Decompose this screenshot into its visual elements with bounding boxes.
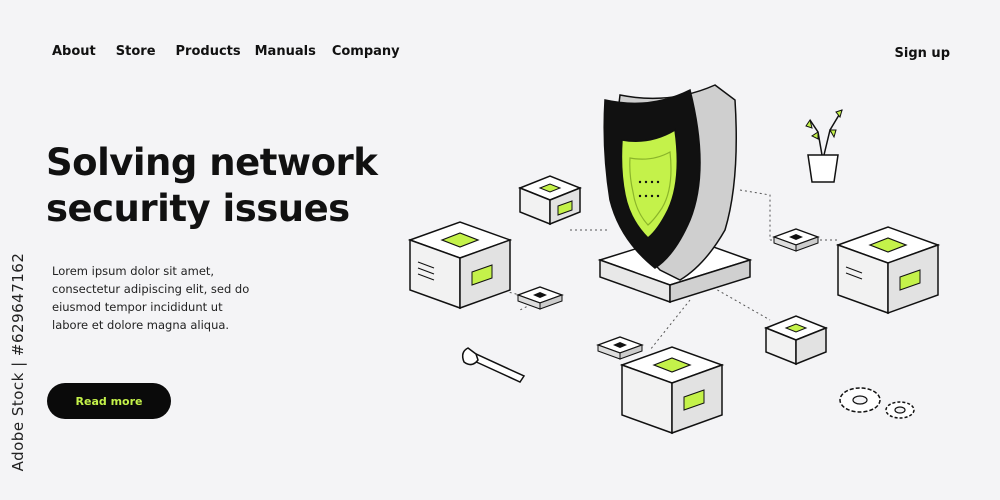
stock-watermark: Adobe Stock | #629647162 [6,253,30,472]
signup-link[interactable]: Sign up [894,46,950,61]
main-nav: About Store Products Manuals Company [52,44,420,59]
server-icon [517,175,583,226]
shield-icon [603,84,737,281]
gear-icon [839,387,881,413]
nav-store-link[interactable]: Store [115,44,156,59]
chip-icon [772,228,820,252]
nav-company-link[interactable]: Company [331,44,400,59]
chip-icon [596,336,644,360]
chip-icon [516,286,564,310]
hero-description: Lorem ipsum dolor sit amet, consectetur … [52,264,250,332]
wrench-icon [461,347,526,383]
hero-title: Solving network security issues [46,141,378,230]
server-icon [407,221,513,310]
plant-icon [805,109,843,183]
gear-icon [885,401,915,419]
stock-id-label: Adobe Stock | #629647162 [9,252,27,472]
server-icon [835,226,941,315]
nav-manuals-link[interactable]: Manuals [254,44,316,59]
server-icon [619,346,725,435]
network-security-illustration [407,84,941,435]
read-more-button[interactable]: Read more [47,383,171,419]
shield-code-dots [638,180,660,198]
nav-products-link[interactable]: Products [175,44,241,59]
server-icon [763,315,829,366]
nav-about-link[interactable]: About [52,44,96,59]
